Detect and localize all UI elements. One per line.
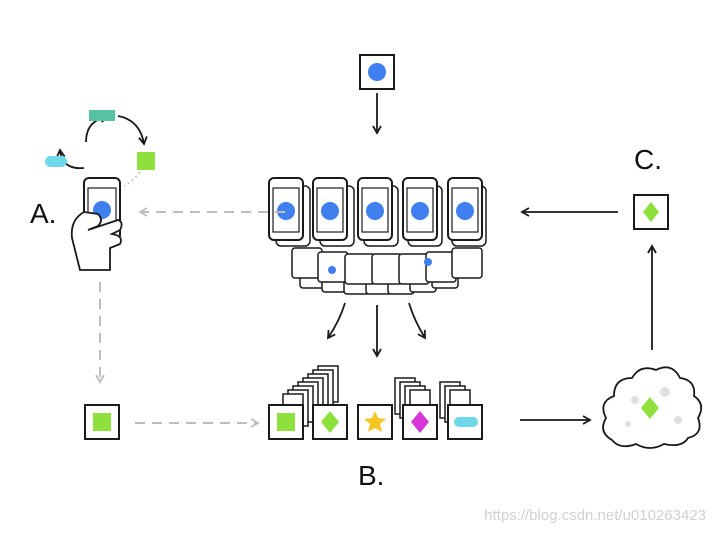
arrows-phones-to-updates xyxy=(326,302,426,358)
phone-5 xyxy=(447,177,483,241)
watermark: https://blog.csdn.net/u010263423 xyxy=(484,507,706,524)
update-green-diamond xyxy=(312,404,348,440)
update-yellow-star xyxy=(357,404,393,440)
phone-3 xyxy=(357,177,393,241)
blue-dot-icon xyxy=(368,63,386,81)
phone-1 xyxy=(268,177,304,241)
cloud-server xyxy=(602,366,703,449)
label-c: C. xyxy=(634,144,662,175)
improved-model-box xyxy=(633,194,669,230)
update-cyan-pill xyxy=(447,404,483,440)
label-b: B. xyxy=(358,460,385,491)
phone-4 xyxy=(402,177,438,241)
teal-bar-icon xyxy=(89,110,115,121)
updates-row xyxy=(268,365,483,440)
green-square-icon xyxy=(137,152,155,170)
phone-2 xyxy=(312,177,348,241)
phone-fleet xyxy=(268,177,487,295)
green-diamond-icon xyxy=(641,397,659,419)
user-phone-hand xyxy=(45,110,155,271)
update-green-square xyxy=(268,404,304,440)
cyan-pill-icon xyxy=(45,156,67,167)
global-model-box xyxy=(359,54,395,90)
update-magenta-diamond xyxy=(402,404,438,440)
label-a: A. xyxy=(30,198,57,229)
local-update-box xyxy=(84,404,120,440)
